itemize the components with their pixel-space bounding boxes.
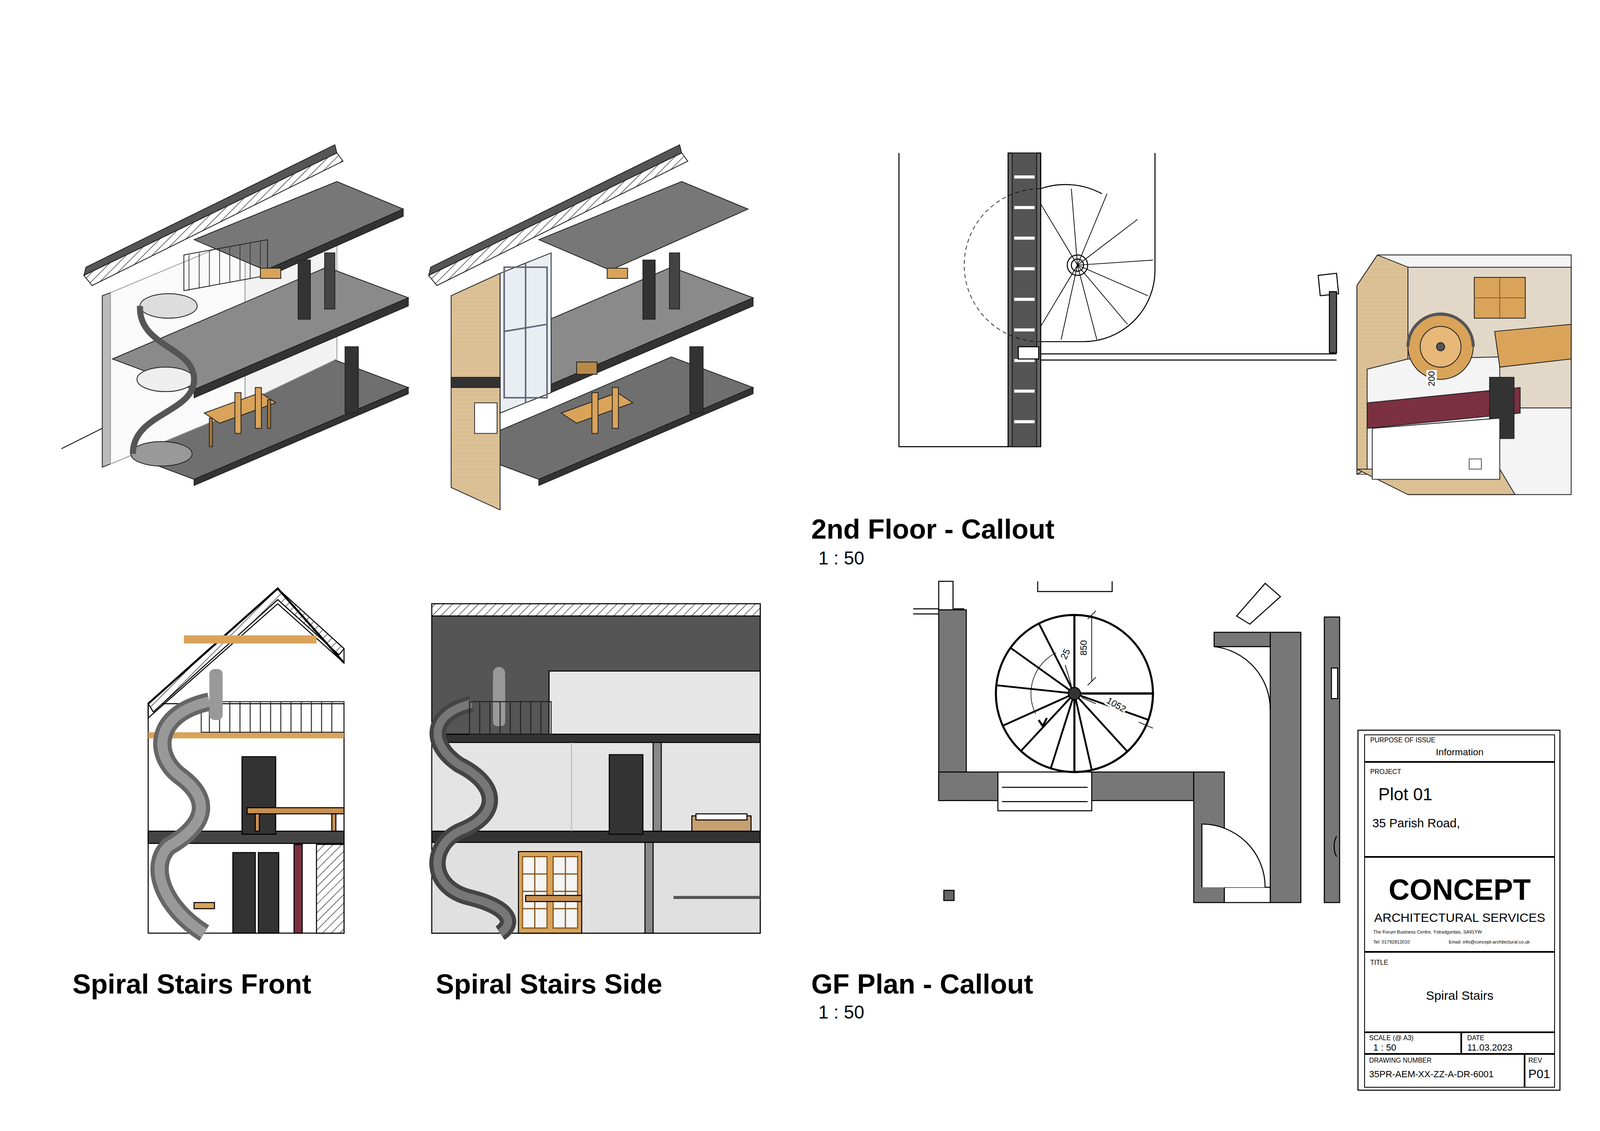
scale-note: 1 : 50: [818, 1002, 865, 1024]
cell-text: Tel: 01792812010: [1373, 939, 1410, 945]
title-block-cell: REV P01: [1524, 1054, 1555, 1088]
scale-note: 1 : 50: [818, 547, 865, 570]
title-block-cell: DATE11.03.2023: [1461, 1032, 1555, 1054]
iso-view-1: [61, 145, 409, 486]
title-block-cell: PROJECT Plot 01 35 Parish Road,: [1364, 762, 1555, 858]
cell-heading: DRAWING NUMBER: [1369, 1057, 1432, 1065]
dimension: 1052: [1104, 695, 1129, 715]
title-block-cell: DRAWING NUMBER 35PR-AEM-XX-ZZ-A-DR-6001: [1364, 1054, 1525, 1088]
title-block-cell: TITLE Spiral Stairs: [1364, 952, 1555, 1033]
iso-view-2: [428, 145, 754, 510]
view-title: 2nd Floor - Callout: [811, 513, 1055, 545]
cell-text: 11.03.2023: [1467, 1042, 1513, 1053]
cell-text: P01: [1528, 1067, 1550, 1082]
dimension: 200: [1426, 370, 1437, 388]
second-floor-plan: [898, 152, 1339, 447]
title-block-cell: PURPOSE OF ISSUEInformation: [1364, 734, 1555, 763]
cell-text: Spiral Stairs: [1365, 988, 1555, 1004]
cell-heading: CONCEPT: [1365, 873, 1555, 907]
dimension: 25: [1057, 646, 1073, 663]
cell-heading: PROJECT: [1370, 768, 1402, 776]
view-title: GF Plan - Callout: [811, 968, 1034, 1000]
front-section: [148, 588, 345, 934]
cell-text: Plot 01: [1378, 784, 1433, 805]
gf-plan: [913, 581, 1340, 903]
view-title: Spiral Stairs Front: [72, 968, 312, 1000]
cutaway-3d-plan: [1357, 255, 1572, 495]
dimension: 850: [1078, 639, 1089, 657]
cell-text: Information: [1365, 746, 1555, 758]
company-cell: CONCEPT ARCHITECTURAL SERVICES The Forum B…: [1364, 857, 1555, 953]
cell-text: 35PR-AEM-XX-ZZ-A-DR-6001: [1369, 1069, 1494, 1080]
cell-text: 1 : 50: [1373, 1042, 1397, 1053]
side-section: [431, 603, 760, 934]
cell-text: 35 Parish Road,: [1372, 816, 1460, 831]
cell-text: The Forum Business Centre, Ystradgynlais…: [1373, 929, 1483, 935]
cell-heading: PURPOSE OF ISSUE: [1370, 736, 1436, 745]
cell-heading: TITLE: [1370, 959, 1389, 967]
cell-text: Email: info@concept-architectural.co.uk: [1448, 939, 1530, 945]
cell-heading: DATE: [1467, 1034, 1485, 1043]
title-block-cell: SCALE (@ A3)1 : 50: [1364, 1032, 1462, 1054]
view-title: Spiral Stairs Side: [435, 968, 663, 1000]
cell-text: ARCHITECTURAL SERVICES: [1365, 910, 1555, 926]
cell-heading: REV: [1528, 1057, 1543, 1065]
cell-heading: SCALE (@ A3): [1369, 1034, 1414, 1043]
title-block-frame: [1357, 730, 1560, 1091]
